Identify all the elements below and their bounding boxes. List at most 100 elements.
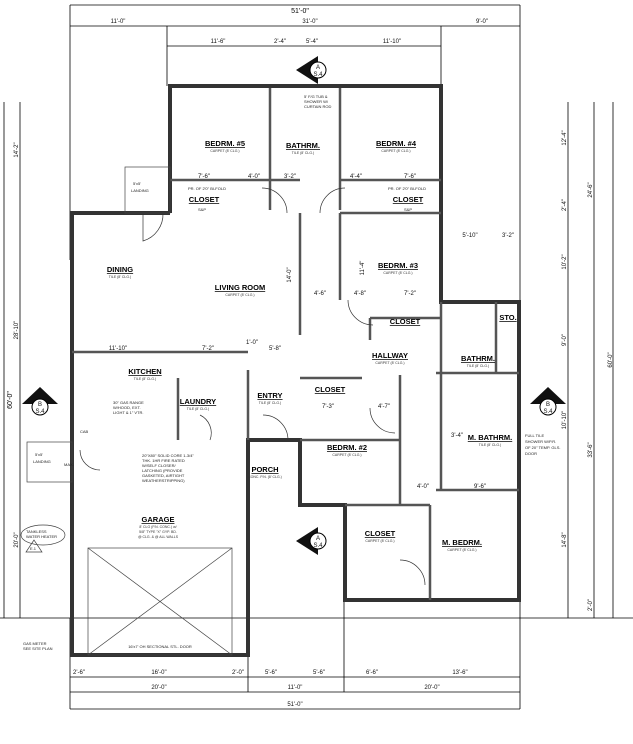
room-finish: CARPET (8' CLG.) xyxy=(375,361,404,365)
room-closet: CLOSET xyxy=(189,195,220,204)
section-marker: A S.4 xyxy=(296,527,327,555)
note: FULL TILE xyxy=(525,433,544,438)
dim: 5'-4" xyxy=(306,39,318,45)
note: MAX. xyxy=(64,462,74,467)
room-storage: STO. xyxy=(499,313,516,322)
dim: 2'-0" xyxy=(232,670,244,676)
garage-door: 16'x7' OH SECTIONAL STL. DOOR xyxy=(87,547,233,656)
room-closet: CLOSET xyxy=(390,317,421,326)
room-finish: 5/8" TYPE "X" GYP. BD. xyxy=(139,530,177,534)
dim: 4'-0" xyxy=(417,484,429,490)
note: LATCHING (PROVIDE xyxy=(142,468,183,473)
section-marker: A S.4 xyxy=(296,56,327,84)
note: 20"X80" SOLID CORE 1-3/4" xyxy=(142,453,194,458)
note: S&P xyxy=(198,207,206,212)
section-marker: B S.4 xyxy=(530,387,566,416)
detail-tag: E.1 xyxy=(30,546,37,551)
dim: 13'-6" xyxy=(452,670,467,676)
dim: 2'-4" xyxy=(274,39,286,45)
landing-label: LANDING xyxy=(131,188,149,193)
dim: 31'-0" xyxy=(302,19,317,25)
dim: 51'-0" xyxy=(287,702,302,708)
dim: 11'-10" xyxy=(383,39,401,45)
note: CAB xyxy=(80,429,89,434)
dim: 1'-0" xyxy=(246,340,258,346)
dim: 60'-0" xyxy=(608,352,614,367)
dim: 5'-6" xyxy=(313,670,325,676)
note: SHOWER W/ xyxy=(304,99,329,104)
dim: 14'-8" xyxy=(562,532,568,547)
water-heater-cloud xyxy=(20,524,66,546)
room-hallway: HALLWAY xyxy=(372,351,408,360)
room-bedrm5: BEDRM. #5 xyxy=(205,139,245,148)
room-entry: ENTRY xyxy=(257,391,282,400)
note: THK. 1HR FIRE RATED xyxy=(142,458,185,463)
landing-size: 5'x5' xyxy=(133,181,141,186)
dim: 2'-6" xyxy=(73,670,85,676)
room-finish: CARPET (8' CLG.) xyxy=(383,271,412,275)
dim: 7'-3" xyxy=(322,404,334,410)
note: W/HOOD, EXT. xyxy=(113,405,141,410)
room-closet: CLOSET xyxy=(365,529,396,538)
marker-sheet: S.4 xyxy=(543,409,553,415)
marker-sheet: S.4 xyxy=(35,409,45,415)
dim: 4'-6" xyxy=(314,291,326,297)
dim: 20'-0" xyxy=(151,685,166,691)
dim: 5'-6" xyxy=(265,670,277,676)
room-laundry: LAUNDRY xyxy=(180,397,216,406)
dim: 20'-0" xyxy=(424,685,439,691)
dim: 9'-6" xyxy=(474,484,486,490)
room-m-bathrm: M. BATHRM. xyxy=(468,433,512,442)
room-finish: TILE (8' CLG.) xyxy=(467,364,489,368)
detail-triangle-icon xyxy=(25,539,43,553)
room-finish: TILE (8' CLG.) xyxy=(134,377,156,381)
dim-left-overall: 60'-0" xyxy=(7,391,14,409)
note: SEE SITE PLAN xyxy=(23,646,53,651)
marker-sheet: S.4 xyxy=(313,72,323,78)
dim: 11'-10" xyxy=(109,346,127,352)
dim: 7'-2" xyxy=(404,291,416,297)
room-finish: CARPET (8' CLG.) xyxy=(447,548,476,552)
dim: 3'-2" xyxy=(502,233,514,239)
dim: 3'-4" xyxy=(451,433,463,439)
room-kitchen: KITCHEN xyxy=(128,367,161,376)
dim: 12'-4" xyxy=(562,130,568,145)
dim: 4'-7" xyxy=(378,404,390,410)
dim: 4'-0" xyxy=(248,174,260,180)
dim: 33'-6" xyxy=(588,442,594,457)
dim: 9'-0" xyxy=(562,334,568,346)
room-bathrm: BATHRM. xyxy=(286,141,320,150)
room-dining: DINING xyxy=(107,265,133,274)
dim: 6'-6" xyxy=(366,670,378,676)
dim: 7'-6" xyxy=(198,174,210,180)
marker-sheet: S.4 xyxy=(313,543,323,549)
doors xyxy=(79,187,426,586)
room-bedrm2: BEDRM. #2 xyxy=(327,443,367,452)
room-porch: PORCH xyxy=(251,465,278,474)
note: CURTAIN ROD xyxy=(304,104,332,109)
dim: 4'-8" xyxy=(354,291,366,297)
dim: 24'-6" xyxy=(588,182,594,197)
dim: 2'-0" xyxy=(588,599,594,611)
room-living: LIVING ROOM xyxy=(215,283,265,292)
note: S&P xyxy=(404,207,412,212)
room-bedrm4: BEDRM. #4 xyxy=(376,139,417,148)
dim: 10'-10" xyxy=(562,411,568,430)
room-finish: TILE (8' CLG.) xyxy=(292,151,314,155)
note: OF 20" TEMP. GLS. xyxy=(525,445,561,450)
room-finish: 8' CLG (P.N. CONC.) w/ xyxy=(139,525,176,529)
dim: 11'-0" xyxy=(111,19,126,25)
room-finish: @ CLG. & @ ALL WALLS xyxy=(138,535,179,539)
dim: 2'-4" xyxy=(562,199,568,211)
dim: 14'-2" xyxy=(14,142,20,157)
room-finish: TILE (8' CLG.) xyxy=(109,275,131,279)
marker-letter: B xyxy=(546,402,550,408)
dim: 7'-6" xyxy=(404,174,416,180)
room-m-bedrm: M. BEDRM. xyxy=(442,538,482,547)
note: WATER HEATER xyxy=(26,534,57,539)
room-finish: CARPET (8' CLG.) xyxy=(365,539,394,543)
marker-letter: A xyxy=(316,65,320,71)
overhead-door-note: 16'x7' OH SECTIONAL STL. DOOR xyxy=(128,644,192,649)
notes: 5' F/G TUB & SHOWER W/ CURTAIN ROD 30" G… xyxy=(20,94,561,651)
room-labels: BEDRM. #5 CARPET (8' CLG.) BATHRM. TILE … xyxy=(107,139,517,552)
